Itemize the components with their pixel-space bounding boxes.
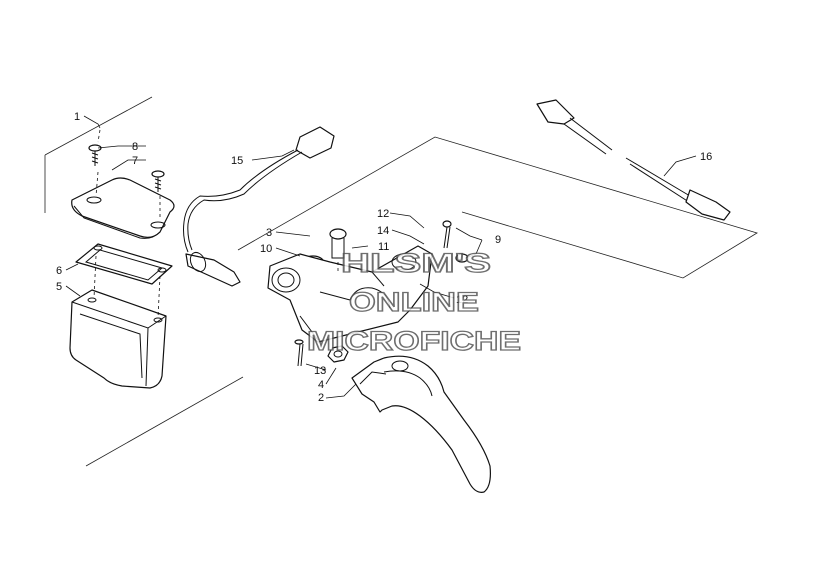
callout-7: 7 [132,155,138,167]
lever-adjust-screw [442,220,469,263]
callout-13: 13 [314,365,326,377]
reservoir-cover [71,177,175,239]
lever-frame [237,136,758,279]
callout-labels: 1 2 3 4 5 6 7 8 9 10 11 12 12 13 14 15 1… [56,111,712,404]
pivot-screw [294,339,304,367]
callout-5: 5 [56,281,62,293]
callout-10: 10 [260,243,272,255]
callout-1: 1 [74,111,80,123]
watermark-line-3: MICROFICHE [307,326,521,356]
callout-6: 6 [56,265,62,277]
brake-switch-harness [183,126,335,287]
callout-4: 4 [318,379,324,391]
callout-14: 14 [377,225,389,237]
callout-11: 11 [378,241,389,253]
callout-16: 16 [700,151,712,163]
watermark-line-2: ONLINE [349,287,479,317]
reservoir-diaphragm [75,243,173,285]
callout-12-right: 12 [456,294,468,306]
master-cylinder-housing [267,245,433,343]
callout-12-top: 12 [377,208,389,220]
cover-screw-right [151,170,165,192]
watermark-line-1: HLSM'S [341,248,491,278]
callout-3: 3 [266,227,272,239]
callout-8: 8 [132,141,138,153]
reservoir-frame [44,96,244,467]
leader-lines [65,115,697,399]
throttle-cable [536,99,731,221]
callout-2: 2 [318,392,324,404]
master-cylinder-screw [329,228,347,259]
brake-lever [351,355,491,493]
callout-9: 9 [495,234,501,246]
pivot-nut [327,345,349,363]
reservoir-body [69,289,167,389]
watermark: HLSM'S ONLINE MICROFICHE [306,247,521,356]
callout-15: 15 [231,155,243,167]
